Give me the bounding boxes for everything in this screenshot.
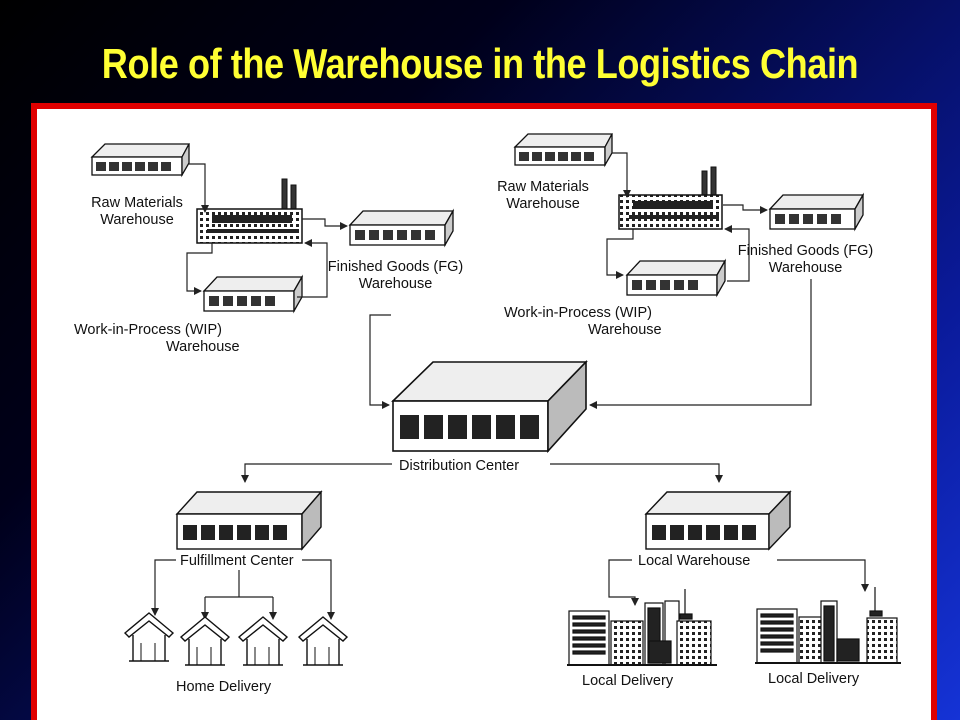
- left-fg-warehouse-icon: [348, 208, 455, 248]
- distribution-center-icon: [391, 360, 588, 454]
- left-raw-warehouse-label: Raw Materials Warehouse: [77, 195, 197, 229]
- left-factory-icon: [196, 178, 303, 244]
- right-fg-label-line-1: Finished Goods (FG): [737, 243, 874, 259]
- diagram-frame: Raw Materials Warehouse Finished Goods (…: [31, 103, 937, 720]
- left-raw-label-line-1: Raw Materials: [91, 195, 183, 211]
- house-icon-4: [297, 616, 349, 666]
- right-fg-label-line-2: Warehouse: [768, 260, 843, 276]
- left-wip-warehouse-label: Work-in-Process (WIP) Warehouse: [74, 322, 274, 356]
- left-plant-flows: [186, 163, 348, 298]
- right-wip-label-line-1: Work-in-Process (WIP): [504, 305, 652, 321]
- home-delivery-label: Home Delivery: [176, 679, 272, 695]
- right-raw-warehouse-icon: [513, 133, 614, 168]
- right-raw-label-line-2: Warehouse: [506, 196, 580, 212]
- fulfillment-center-label: Fulfillment Center: [176, 553, 298, 570]
- fulfillment-center-icon: [175, 490, 323, 551]
- left-raw-label-line-2: Warehouse: [100, 212, 174, 228]
- diagram-panel: Raw Materials Warehouse Finished Goods (…: [37, 109, 931, 720]
- logistics-diagram: [90, 133, 901, 666]
- right-wip-label-line-2: Warehouse: [588, 322, 662, 338]
- local-warehouse-label: Local Warehouse: [634, 553, 755, 570]
- left-fg-label-line-2: Warehouse: [358, 276, 433, 292]
- local-warehouse-icon: [644, 490, 792, 551]
- left-wip-label-line-2: Warehouse: [166, 339, 240, 355]
- right-fg-warehouse-icon: [768, 192, 865, 232]
- left-wip-label-line-1: Work-in-Process (WIP): [74, 322, 222, 338]
- left-wip-warehouse-icon: [202, 274, 304, 314]
- left-raw-warehouse-icon: [90, 143, 191, 178]
- house-icon-3: [237, 616, 289, 666]
- home-delivery-flows: [151, 559, 335, 620]
- house-icon-2: [179, 616, 231, 666]
- right-fg-warehouse-label: Finished Goods (FG) Warehouse: [723, 243, 888, 277]
- right-wip-warehouse-label: Work-in-Process (WIP) Warehouse: [504, 305, 704, 339]
- left-fg-label-line-1: Finished Goods (FG): [327, 259, 464, 275]
- distribution-center-label: Distribution Center: [395, 458, 524, 475]
- right-raw-warehouse-label: Raw Materials Warehouse: [483, 179, 603, 213]
- city-skyline-icon-2: [755, 587, 901, 664]
- right-plant-flows: [606, 152, 768, 282]
- left-fg-warehouse-label: Finished Goods (FG) Warehouse: [313, 259, 478, 293]
- right-factory-icon: [618, 166, 723, 230]
- local-delivery-flows: [608, 559, 869, 606]
- city-skyline-icon-1: [567, 589, 717, 666]
- house-icon-1: [123, 612, 175, 662]
- right-wip-warehouse-icon: [625, 258, 727, 298]
- dc-flows: [241, 279, 812, 483]
- right-raw-label-line-1: Raw Materials: [497, 179, 589, 195]
- slide-title: Role of the Warehouse in the Logistics C…: [101, 40, 859, 87]
- local-delivery-label-2: Local Delivery: [768, 671, 860, 687]
- local-delivery-label-1: Local Delivery: [582, 673, 674, 689]
